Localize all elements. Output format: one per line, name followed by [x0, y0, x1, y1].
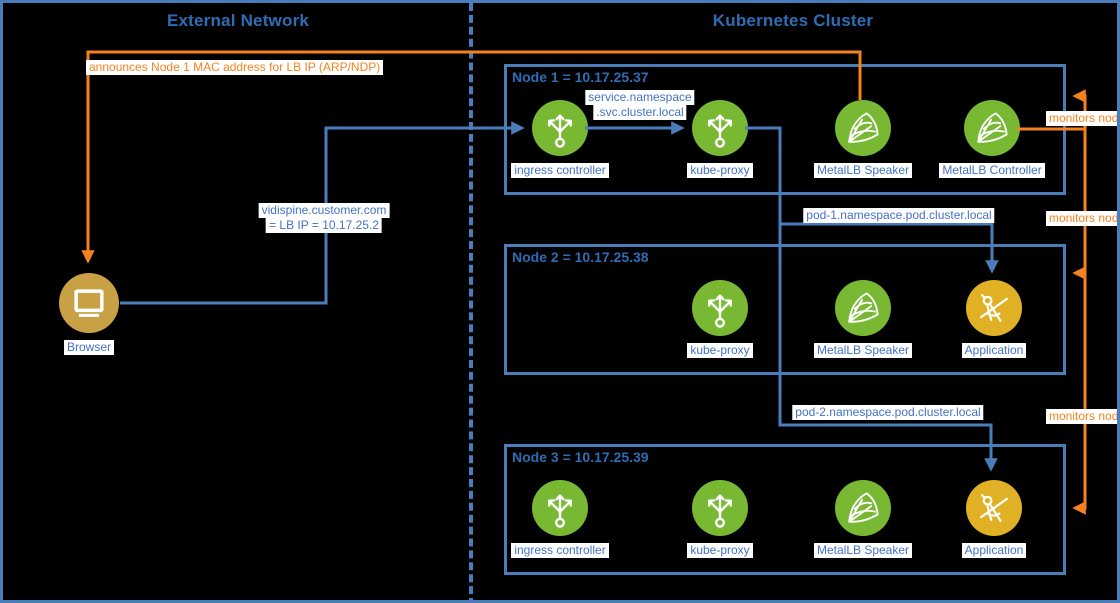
component-metallb-speaker: MetalLB Speaker	[808, 480, 918, 559]
metallb-controller-bubble	[964, 100, 1020, 156]
route-arrows-icon	[538, 106, 582, 150]
browser-bubble	[59, 273, 119, 333]
component-label: MetalLB Controller	[939, 163, 1045, 178]
metallb-fan-icon	[841, 286, 885, 330]
monitors-node-label-2: monitors node	[1046, 209, 1117, 227]
metallb-fan-icon	[841, 106, 885, 150]
component-kube-proxy: kube-proxy	[665, 480, 775, 559]
component-label: Application	[961, 343, 1027, 358]
pod2-dns-label: pod-2.namespace.pod.cluster.local	[792, 405, 984, 420]
component-application: Application	[939, 480, 1049, 559]
browser-label: Browser	[63, 340, 114, 355]
region-title-kubernetes-cluster: Kubernetes Cluster	[712, 11, 874, 30]
monitors-node-label-1: monitors node	[1046, 109, 1117, 127]
network-boundary-dashed-divider	[469, 3, 473, 600]
node-2-title: Node 2 = 10.17.25.38	[512, 249, 649, 265]
route-arrows-icon	[698, 486, 742, 530]
application-bubble	[966, 280, 1022, 336]
component-label: kube-proxy	[687, 163, 753, 178]
metallb-fan-icon	[970, 106, 1014, 150]
component-label: Application	[961, 543, 1027, 558]
component-label: kube-proxy	[687, 343, 753, 358]
compass-icon	[972, 486, 1016, 530]
component-metallb-controller: MetalLB Controller	[937, 100, 1047, 179]
node-1-title: Node 1 = 10.17.25.37	[512, 69, 649, 85]
component-application: Application	[939, 280, 1049, 359]
component-kube-proxy: kube-proxy	[665, 280, 775, 359]
ingress-controller-bubble	[532, 480, 588, 536]
node-1-box: Node 1 = 10.17.25.37 ingress controller …	[504, 64, 1066, 195]
component-ingress-controller: ingress controller	[505, 480, 615, 559]
component-label: MetalLB Speaker	[813, 163, 913, 178]
component-metallb-speaker: MetalLB Speaker	[808, 280, 918, 359]
monitor-icon	[67, 281, 111, 325]
browser-actor: Browser	[29, 273, 149, 356]
node-3-box: Node 3 = 10.17.25.39 ingress controller …	[504, 444, 1066, 575]
compass-icon	[972, 286, 1016, 330]
service-dns-label: service.namespace .svc.cluster.local	[585, 90, 695, 120]
node-2-box: Node 2 = 10.17.25.38 kube-proxy MetalLB …	[504, 244, 1066, 375]
kube-proxy-bubble	[692, 100, 748, 156]
metallb-fan-icon	[841, 486, 885, 530]
component-label: ingress controller	[511, 543, 609, 558]
monitors-node-label-3: monitors node	[1046, 407, 1117, 425]
route-arrows-icon	[698, 106, 742, 150]
kube-proxy-bubble	[692, 480, 748, 536]
kube-proxy-bubble	[692, 280, 748, 336]
vidispine-dns-label: vidispine.customer.com = LB IP = 10.17.2…	[258, 203, 390, 233]
component-label: kube-proxy	[687, 543, 753, 558]
route-arrows-icon	[538, 486, 582, 530]
component-label: ingress controller	[511, 163, 609, 178]
ingress-controller-bubble	[532, 100, 588, 156]
metallb-speaker-bubble	[835, 480, 891, 536]
pod1-dns-label: pod-1.namespace.pod.cluster.local	[803, 208, 995, 223]
route-arrows-icon	[698, 286, 742, 330]
application-bubble	[966, 480, 1022, 536]
component-label: MetalLB Speaker	[813, 543, 913, 558]
announce-label: announces Node 1 MAC address for LB IP (…	[86, 58, 384, 76]
component-metallb-speaker: MetalLB Speaker	[808, 100, 918, 179]
region-title-external-network: External Network	[166, 11, 310, 30]
metallb-speaker-bubble	[835, 280, 891, 336]
node-3-title: Node 3 = 10.17.25.39	[512, 449, 649, 465]
metallb-speaker-bubble	[835, 100, 891, 156]
component-label: MetalLB Speaker	[813, 343, 913, 358]
